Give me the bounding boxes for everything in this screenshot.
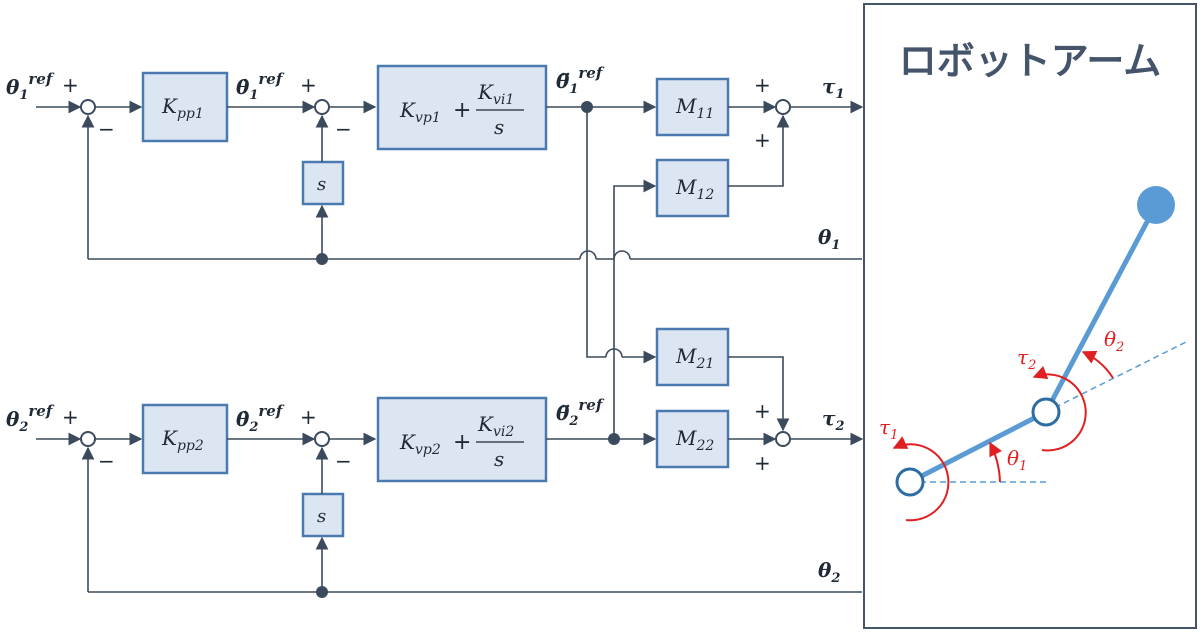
ddtheta1-ref-label: θ̈1ref [556, 64, 605, 97]
theta1-arc [989, 441, 1002, 483]
sign-plus: + [300, 73, 317, 97]
m12-block [655, 158, 730, 218]
dtheta2-ref-label: θ̇2ref [236, 402, 285, 435]
robot-arm-panel [863, 3, 1197, 629]
theta1-ref-label: θ1ref [6, 70, 55, 103]
sign-plus: + [62, 73, 79, 97]
arm-theta2-label: θ2 [1104, 327, 1124, 355]
arm-tau2-label: τ2 [1017, 345, 1036, 373]
tau2-label: τ2 [822, 406, 845, 434]
sum1-velocity [314, 99, 330, 115]
sum2-velocity [314, 431, 330, 447]
kv1-num: Kvi1 [477, 80, 514, 108]
sign-minus: − [98, 449, 115, 473]
m12-label: M12 [675, 175, 714, 203]
sign-plus: + [300, 405, 317, 429]
s2-block [301, 492, 345, 538]
m22-block [655, 409, 730, 469]
m21-block [655, 327, 730, 387]
kv2-den: s [494, 447, 504, 471]
sign-plus: + [754, 128, 771, 152]
sum1-position [80, 99, 96, 115]
theta2-arc [1081, 350, 1114, 379]
arm-joint-1 [895, 467, 925, 497]
sign-plus: + [754, 451, 771, 475]
sign-plus: + [62, 405, 79, 429]
junction-theta1 [316, 253, 328, 265]
theta1-feedback-label: θ1 [818, 225, 840, 253]
robot-arm-title: ロボットアーム [899, 39, 1162, 83]
theta2-ref-label: θ2ref [6, 402, 55, 435]
kpp1-label: Kpp1 [161, 94, 204, 122]
arm-link-1 [908, 409, 1048, 485]
junction-theta2 [316, 586, 328, 598]
s2-label: s [317, 506, 326, 527]
sum1-torque [775, 99, 791, 115]
sign-minus: − [335, 449, 352, 473]
ddtheta2-ref-label: θ̈2ref [556, 396, 605, 429]
sum2-position [80, 431, 96, 447]
arm-joint-2 [1031, 397, 1061, 427]
m11-label: M11 [675, 94, 714, 122]
theta2-feedback-label: θ2 [818, 558, 840, 586]
sum2-torque [775, 431, 791, 447]
arm-tau1-label: τ1 [879, 415, 898, 443]
kv2-prop-label: Kvp2 [399, 430, 441, 458]
m22-label: M22 [675, 426, 714, 454]
arm-theta1-label: θ1 [1007, 446, 1027, 474]
kpp2-label: Kpp2 [161, 426, 204, 454]
joint2-reference-line [1045, 341, 1187, 413]
kv2-num: Kvi2 [477, 412, 514, 440]
kv1-den: s [494, 115, 504, 139]
sign-plus: + [754, 399, 771, 423]
kv1-prop-label: Kvp1 [399, 98, 441, 126]
kpp1-block [141, 71, 229, 143]
s1-label: s [317, 174, 326, 195]
end-effector [1137, 186, 1175, 224]
kv1-plus: + [453, 98, 471, 123]
s1-block [301, 160, 345, 206]
tau2-arc [1032, 365, 1087, 452]
kv2-plus: + [453, 430, 471, 455]
tau1-arc [892, 436, 950, 522]
sign-minus: − [335, 117, 352, 141]
sign-minus: − [98, 117, 115, 141]
tau1-label: τ1 [822, 74, 845, 102]
dtheta1-ref-label: θ̇1ref [236, 70, 285, 103]
m21-label: M21 [675, 344, 714, 372]
sign-plus: + [754, 73, 771, 97]
